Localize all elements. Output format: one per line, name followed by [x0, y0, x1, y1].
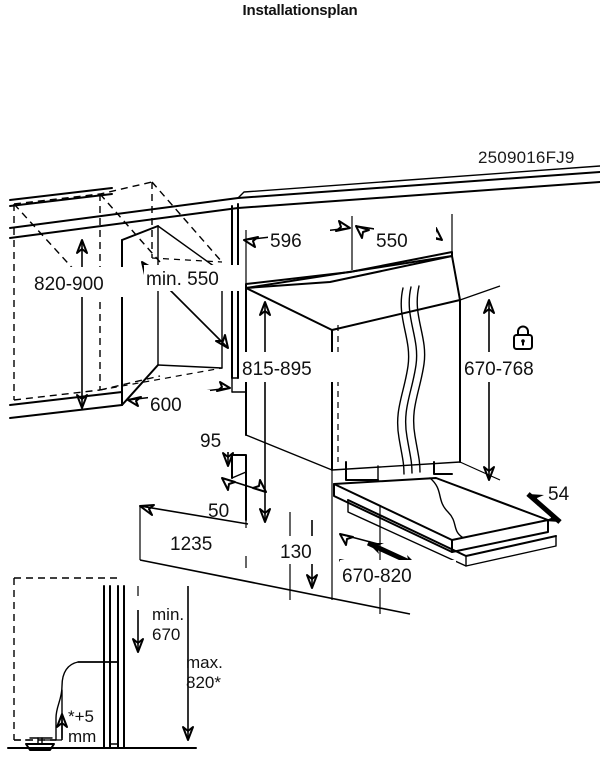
dimension-plinth-height: 95 [198, 426, 234, 467]
dimension-door-thickness: 54 [526, 484, 570, 524]
detail-view-plinth [7, 577, 197, 751]
label-door-swing-depth: 1235 [170, 534, 212, 555]
double-arrow-door-thickness [526, 492, 562, 524]
padlock-icon [513, 325, 533, 350]
label-detail-max: max. [186, 653, 223, 672]
dimension-appliance-height: 815-895 [240, 301, 350, 523]
base-band-left [9, 391, 123, 419]
open-door-panel [333, 477, 557, 567]
label-door-thickness: 54 [548, 484, 570, 505]
label-cabinet-width: 600 [150, 395, 182, 416]
plinth-step [231, 454, 247, 521]
label-niche-depth: min. 550 [146, 269, 219, 290]
label-appliance-depth: 550 [376, 231, 408, 252]
cabinet-niche-hidden [13, 181, 223, 401]
break-line-wavy [396, 285, 426, 475]
label-door-panel-height: 670-768 [464, 359, 534, 380]
dimension-detail-min: min. 670 [132, 586, 184, 653]
label-appliance-width: 596 [270, 231, 302, 252]
dimension-door-offset: 130 [278, 520, 328, 589]
label-foot-adjust-2: mm [68, 727, 96, 746]
label-foot-adjust-1: *+5 [68, 707, 94, 726]
door-hinge-bracket [345, 461, 453, 481]
dimension-door-panel-range: 670-820 [339, 533, 456, 588]
dimension-cabinet-width: 600 [127, 381, 231, 416]
label-plinth-setback: 50 [208, 501, 229, 522]
label-detail-max-value: 820* [186, 673, 221, 692]
dimension-appliance-width: 596 [243, 216, 353, 284]
dimension-door-panel-height: 670-768 [459, 285, 578, 481]
label-cabinet-height: 820-900 [34, 274, 104, 295]
dimension-niche-depth: min. 550 [141, 261, 248, 349]
note-foot-adjust: *+5 mm [44, 707, 96, 746]
dimension-detail-max: max. 820* [182, 586, 223, 741]
label-detail-min-value: 670 [152, 625, 180, 644]
label-door-offset: 130 [280, 542, 312, 563]
dimension-appliance-depth: 550 [355, 214, 453, 252]
label-appliance-height: 815-895 [242, 359, 312, 380]
label-plinth-height: 95 [200, 431, 221, 452]
cabinet-side-panel [121, 225, 223, 406]
dimension-door-swing-depth: 1235 [139, 504, 411, 615]
label-detail-min: min. [152, 605, 184, 624]
label-door-panel-range: 670-820 [342, 566, 412, 587]
dimension-plinth-setback: 50 [206, 477, 267, 522]
dimension-cabinet-height: 820-900 [28, 239, 140, 409]
page-title: Installationsplan [242, 2, 358, 19]
adjustable-foot [14, 737, 55, 751]
document-code: 2509016FJ9 [478, 148, 575, 167]
